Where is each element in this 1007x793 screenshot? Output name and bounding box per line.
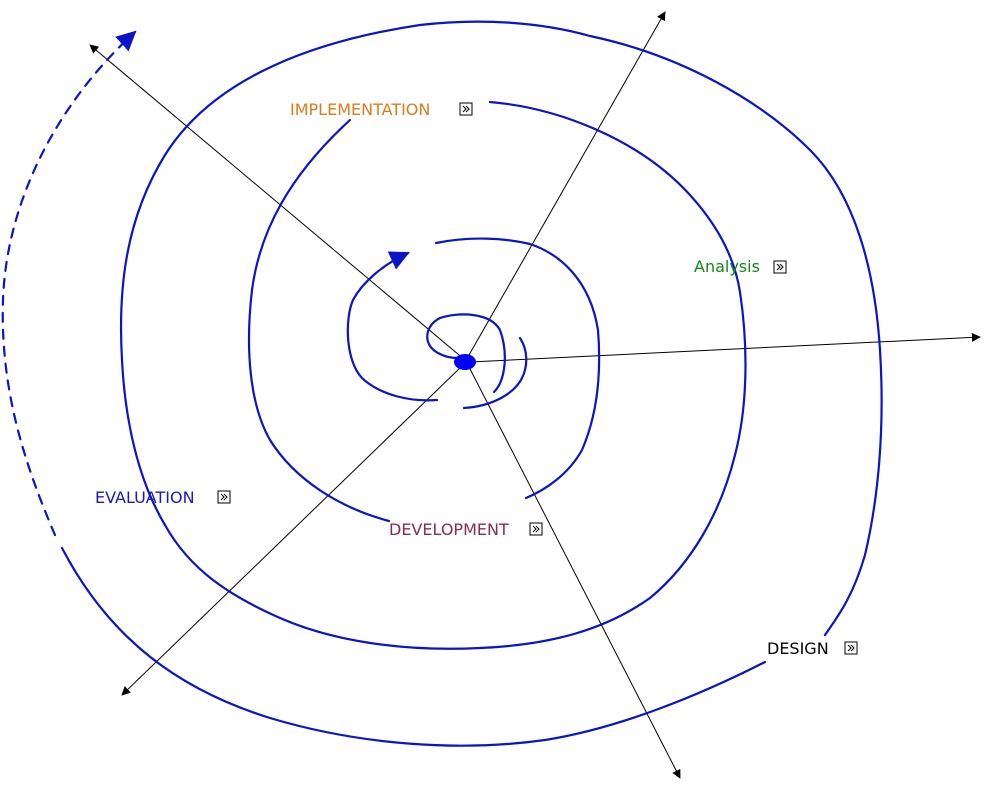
expand-icon[interactable] <box>844 641 858 655</box>
phase-implementation[interactable]: IMPLEMENTATION <box>290 100 473 119</box>
expand-icon[interactable] <box>217 490 231 504</box>
center-dot <box>454 354 476 370</box>
phase-development[interactable]: DEVELOPMENT <box>389 520 543 539</box>
spiral-loop-4c <box>60 546 767 747</box>
phase-label-analysis: Analysis <box>694 257 760 276</box>
phase-label-evaluation: EVALUATION <box>95 488 195 507</box>
spiral-loop-2 <box>462 336 528 410</box>
spiral-loop-3 <box>247 118 391 523</box>
spiral-loop-2c <box>434 237 601 500</box>
spiral-loop-4b <box>588 34 883 637</box>
axis-lower-right <box>467 364 681 779</box>
spiral-loop-2b <box>346 251 439 402</box>
axis-upper-right <box>464 11 666 363</box>
spiral <box>1 20 883 747</box>
axis-right <box>469 332 981 363</box>
axis-lower-left <box>121 365 463 696</box>
phase-label-design: DESIGN <box>767 639 829 658</box>
expand-icon[interactable] <box>459 102 473 116</box>
spiral-loop-3b <box>163 100 747 650</box>
axes <box>89 11 981 779</box>
axis-upper-left <box>89 44 466 361</box>
phase-label-development: DEVELOPMENT <box>389 520 509 539</box>
phase-evaluation[interactable]: EVALUATION <box>95 488 231 507</box>
phase-design[interactable]: DESIGN <box>767 639 858 658</box>
expand-icon[interactable] <box>529 522 543 536</box>
spiral-loop-4 <box>119 20 592 527</box>
spiral-inner-loop <box>426 313 506 394</box>
expand-icon[interactable] <box>773 260 787 274</box>
spiral-continuation-dashed <box>1 30 137 537</box>
phase-label-implementation: IMPLEMENTATION <box>290 100 430 119</box>
phase-analysis[interactable]: Analysis <box>694 257 787 276</box>
